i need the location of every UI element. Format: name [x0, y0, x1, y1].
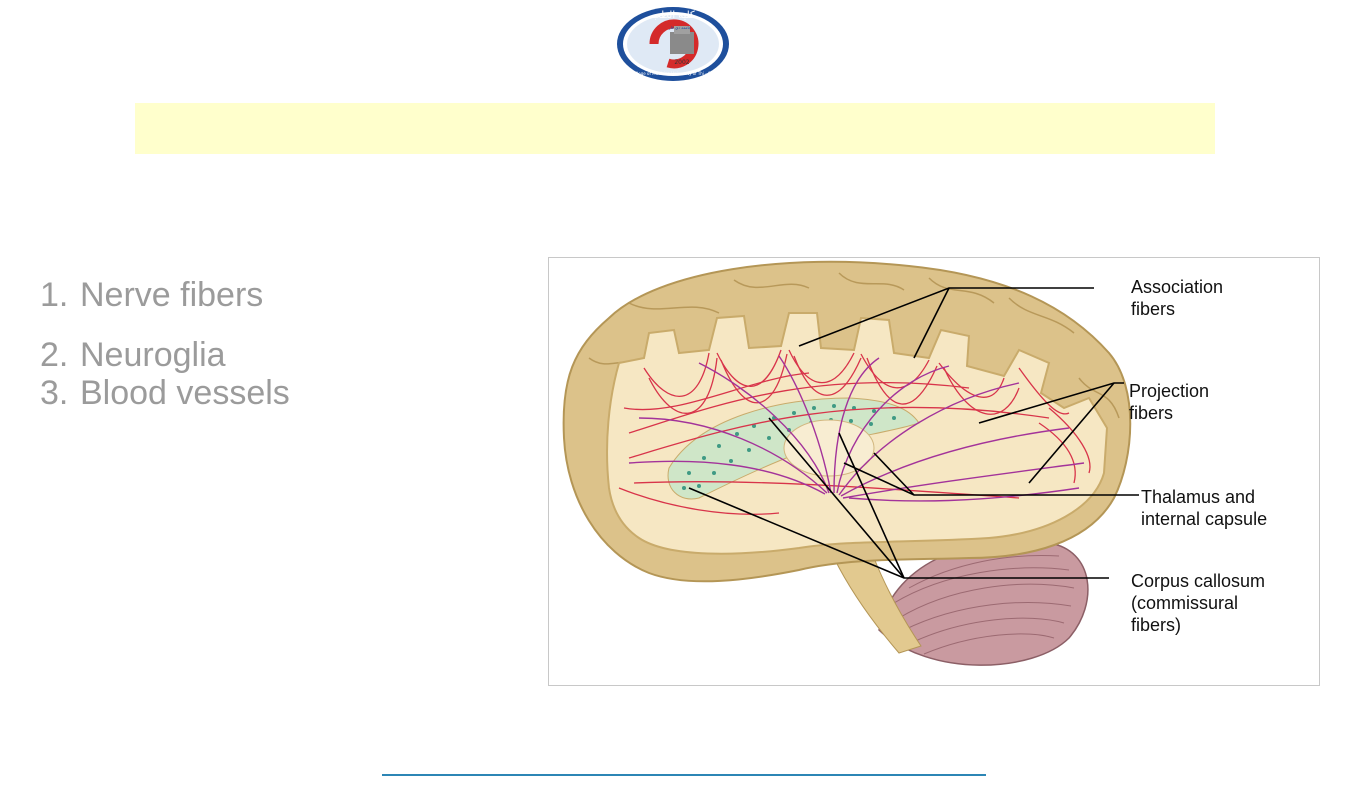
thalamus-label: Thalamus and internal capsule — [1141, 487, 1268, 529]
logo-center-text: جامعة ذي قار — [668, 25, 692, 30]
list-item-number: 1. — [40, 276, 69, 314]
college-logo: كلية الطب 2002 College of Medicine Unive… — [614, 4, 732, 82]
projection-fibers — [628, 355, 1085, 502]
corpus-callosum-label: Corpus callosum (commissural fibers) — [1131, 571, 1266, 635]
thalamus — [783, 419, 875, 477]
list-item-text: Blood vessels — [80, 374, 290, 412]
list-item: 1. Nerve fibers — [40, 276, 290, 314]
brain-fiber-diagram: Association fibers Projection fibers Tha… — [548, 257, 1320, 686]
list-item-number: 2. — [40, 336, 69, 374]
list-item: 2. Neuroglia — [40, 336, 290, 374]
brain-illustration — [562, 260, 1139, 666]
title-band — [135, 103, 1215, 154]
projection-fibers-label: Projection fibers — [1129, 381, 1210, 423]
logo-ring-text: College of Medicine University of Thi - … — [631, 71, 716, 76]
association-fibers-label: Association fibers — [1131, 277, 1224, 319]
footer-divider — [382, 774, 986, 776]
logo-year: 2002 — [674, 59, 689, 66]
logo-arabic-text: كلية الطب — [651, 10, 695, 21]
cerebellum-folia — [893, 555, 1075, 655]
list-item: 3. Blood vessels — [40, 374, 290, 412]
leader-lines — [688, 287, 1139, 579]
callosum-dots — [682, 404, 896, 490]
brainstem — [833, 557, 922, 654]
list-item-text: Neuroglia — [80, 336, 226, 374]
list-item-text: Nerve fibers — [80, 276, 264, 314]
content-list: 1. Nerve fibers 2. Neuroglia 3. Blood vesse… — [40, 276, 290, 412]
list-item-number: 3. — [40, 374, 69, 412]
